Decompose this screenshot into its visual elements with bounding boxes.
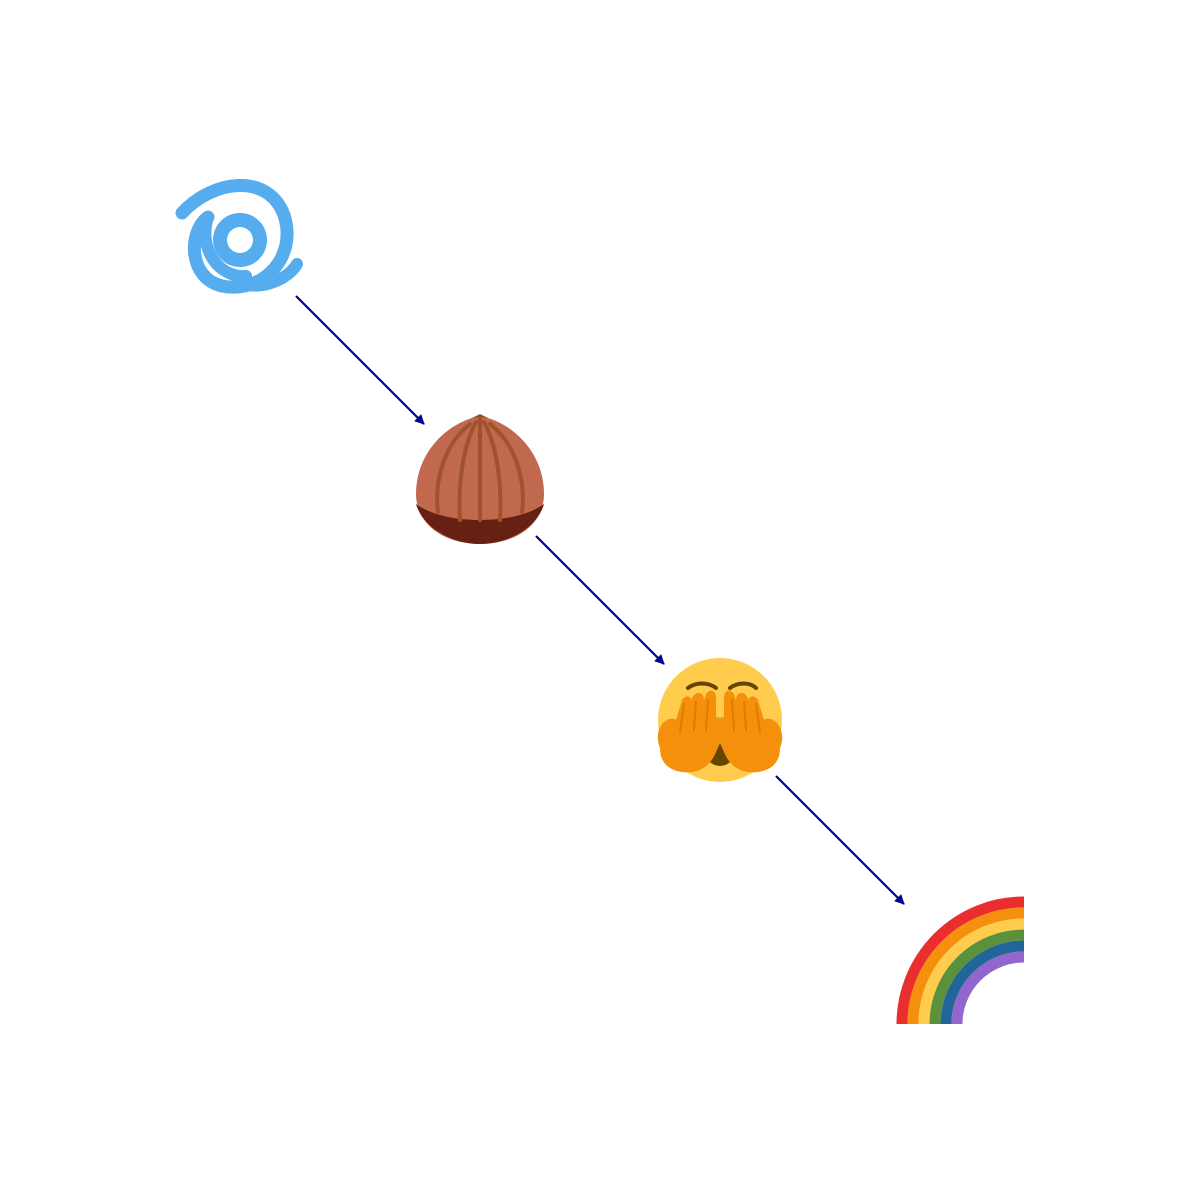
arrow-cyclone-to-chestnut [295,295,425,425]
arrow-face-to-rainbow [775,775,905,905]
cyclone-icon [175,179,303,294]
rainbow-icon [896,896,1024,1024]
arrow-chestnut-to-face [535,535,665,665]
chestnut-icon [416,414,544,544]
face-with-peeking-eye-icon [657,658,783,782]
edges [295,295,905,905]
